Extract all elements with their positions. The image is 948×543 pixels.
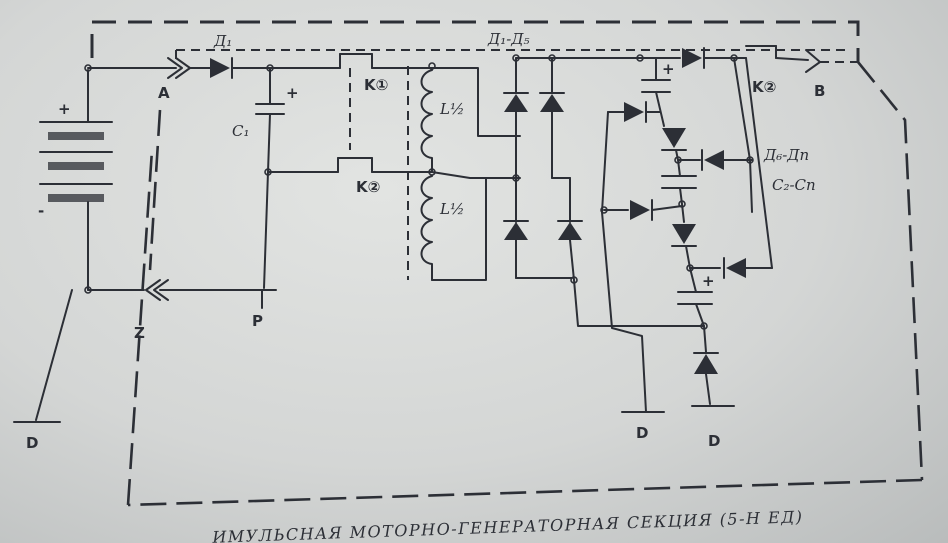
bridge-feed-mid (431, 171, 521, 179)
svg-text:+: + (702, 272, 715, 290)
bridge-feed-top (431, 67, 521, 137)
right-rail-inner (733, 57, 753, 213)
bridge-diode-2 (540, 94, 564, 112)
ladder-diode-5 (672, 224, 696, 244)
ladder-diode-2 (662, 128, 686, 148)
capacitor-C1-label: C₁ (232, 122, 250, 140)
bridge-diode-3 (504, 222, 528, 240)
dashed-left-vertical (148, 109, 162, 271)
contact-K2-top-label: K② (752, 78, 776, 96)
diode-top (682, 48, 702, 68)
diagram-caption: ИМУЛЬСНАЯ МОТОРНО-ГЕНЕРАТОРНАЯ СЕКЦИЯ (5… (211, 507, 804, 543)
diode-D1-label: Д₁ (213, 32, 232, 50)
svg-text:+: + (286, 84, 299, 102)
battery (39, 69, 113, 291)
ground-mid-label: D (636, 424, 648, 442)
bridge-feed-bottom (431, 177, 487, 281)
outer-frame-bottom (127, 478, 923, 507)
left-ground-label: D (26, 434, 38, 452)
bridge-diode-4 (558, 222, 582, 240)
outer-frame-left (126, 149, 154, 506)
outer-frame-right (856, 61, 924, 481)
battery-plus-label: + (58, 100, 71, 118)
bridge-output-wire (573, 279, 705, 327)
terminal-B-label: B (814, 82, 825, 100)
inductor-L2-label: L½ (439, 200, 465, 218)
inductor-L1 (420, 69, 433, 173)
connector-Z (145, 279, 169, 301)
battery-minus-label: - (38, 202, 44, 220)
ladder-diode-3 (704, 150, 724, 170)
ladder-diode-4 (630, 200, 650, 220)
capacitor-ladder-label: C₂-Cп (772, 176, 816, 194)
right-rail-outer (745, 57, 773, 269)
ladder-diode-6 (726, 258, 746, 278)
svg-text:+: + (662, 60, 675, 78)
inductor-L2 (420, 175, 433, 281)
ground-right-label: D (708, 432, 720, 450)
contact-K1-label: K① (364, 76, 388, 94)
bridge-diode-1 (504, 94, 528, 112)
terminal-A-label: A (158, 84, 170, 102)
ladder-diode-7 (694, 354, 718, 374)
outer-frame-top (90, 20, 860, 62)
terminal-Z-label: Z (134, 324, 145, 342)
left-ground-wire (35, 289, 73, 421)
ground-P-label: P (252, 312, 263, 330)
diode-ladder-label: Д₆-Дп (763, 146, 809, 164)
ladder-diode-1 (624, 102, 644, 122)
connector-B (805, 49, 821, 73)
inductor-L1-label: L½ (439, 100, 465, 118)
diode-bridge-label: Д₁-Д₅ (487, 30, 529, 48)
diode-D1 (210, 58, 230, 78)
contact-K2-label: K② (356, 178, 380, 196)
ladder-left-rail (601, 111, 647, 413)
